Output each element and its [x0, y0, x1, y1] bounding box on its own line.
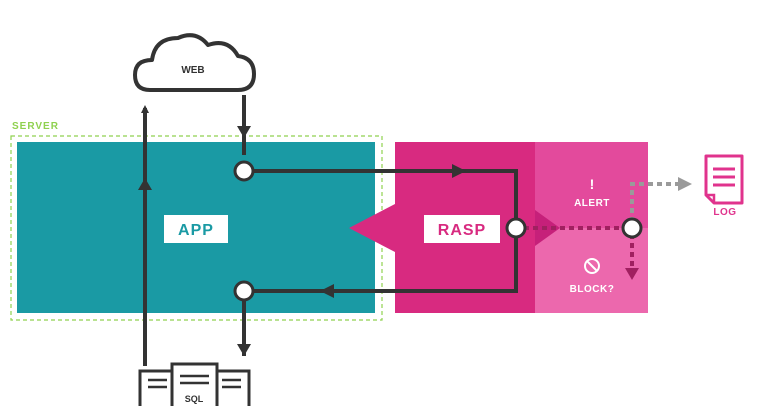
app-label-box: [164, 215, 228, 243]
rasp-label-box: [424, 215, 500, 243]
web-to-app-arrow: [237, 126, 251, 138]
cloud-icon: [133, 33, 256, 92]
app-to-sql-arrow: [237, 344, 251, 356]
block-arrow: [625, 268, 639, 280]
block-icon: [584, 258, 600, 274]
server-label: SERVER: [12, 121, 59, 132]
sql-database-icon: [138, 362, 251, 406]
rasp-notch: [349, 204, 395, 252]
rasp-to-app-arrow: [320, 284, 334, 298]
decision-to-log-dotted: [630, 182, 678, 222]
log-label: LOG: [713, 207, 736, 218]
decision-panel-lower: [535, 228, 648, 313]
rasp-to-app-line: [244, 228, 518, 293]
rasp-shadow: [535, 210, 560, 246]
node-rasp: [505, 217, 527, 239]
app-to-rasp-arrow: [452, 164, 466, 178]
app-label: APP: [178, 222, 214, 239]
app-to-rasp-line: [244, 169, 518, 228]
node-decision: [621, 217, 643, 239]
log-arrow: [678, 177, 692, 191]
node-web-entry: [233, 160, 255, 182]
sql-label: SQL: [185, 394, 204, 404]
web-label: WEB: [181, 65, 204, 76]
node-app-exit: [233, 280, 255, 302]
log-document-icon: [704, 154, 744, 205]
rasp-label: RASP: [438, 222, 486, 239]
alert-label: ALERT: [574, 198, 610, 209]
upstream-mid-arrow: [138, 178, 152, 190]
alert-icon: !: [590, 176, 595, 192]
block-label: BLOCK?: [570, 284, 615, 295]
